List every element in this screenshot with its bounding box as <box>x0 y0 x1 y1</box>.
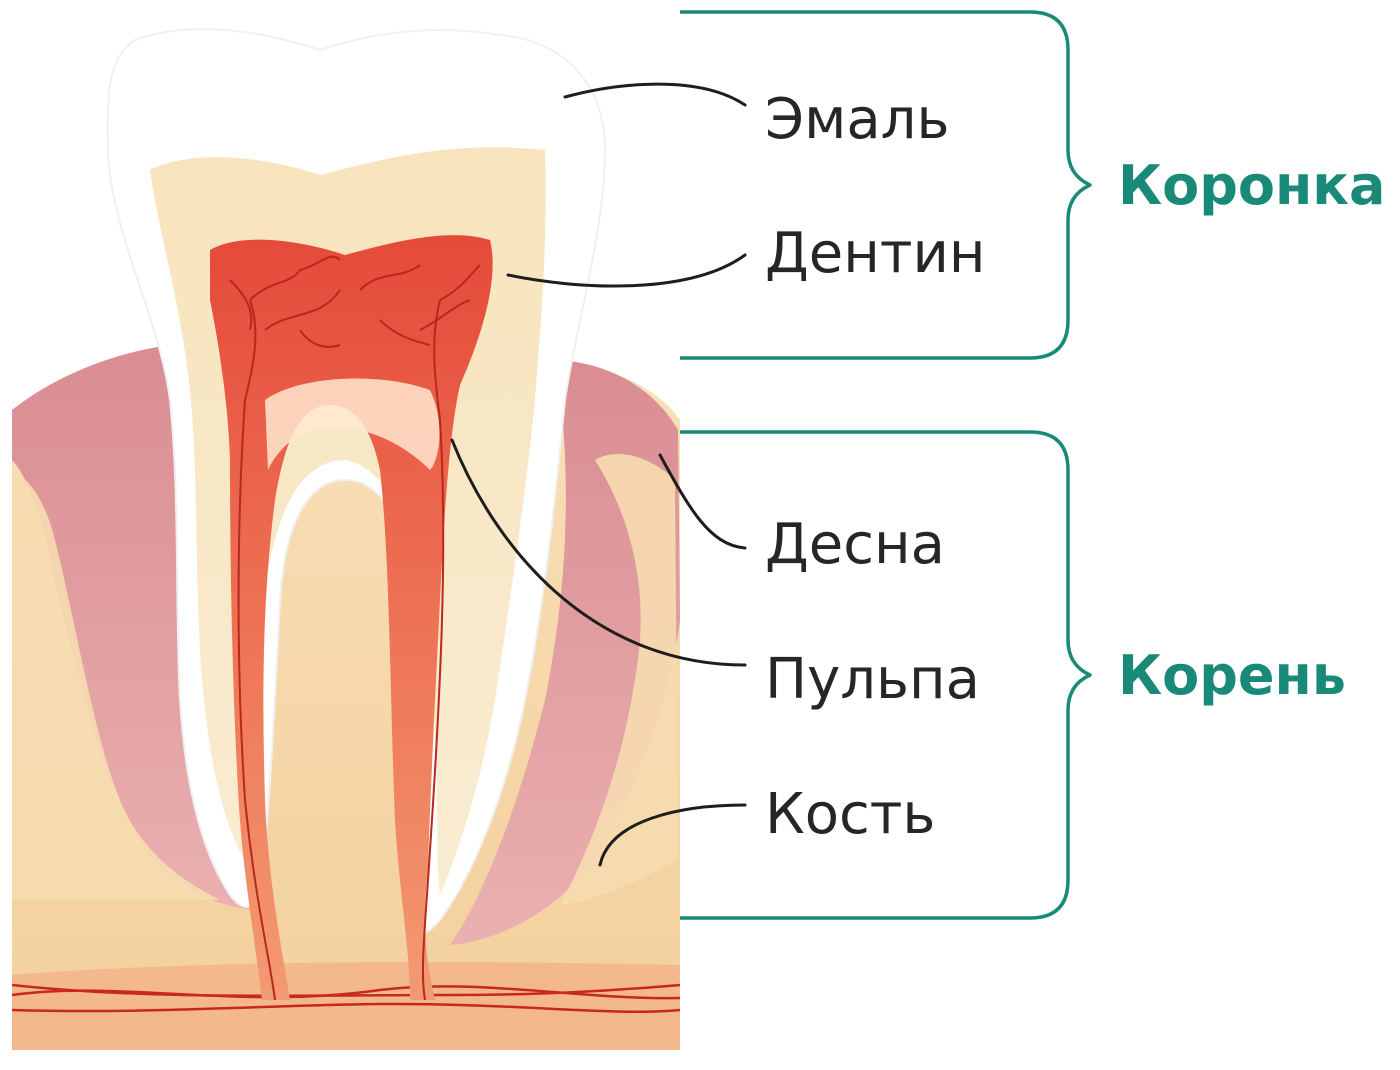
label-pulp: Пульпа <box>765 647 980 712</box>
label-root: Корень <box>1118 644 1346 707</box>
label-enamel: Эмаль <box>765 87 949 152</box>
group-labels: Коронка Корень <box>1118 154 1385 707</box>
label-bone: Кость <box>765 782 935 847</box>
crown-bracket <box>680 12 1090 358</box>
label-crown: Коронка <box>1118 154 1385 217</box>
label-gum: Десна <box>765 512 945 577</box>
label-dentin: Дентин <box>765 221 985 286</box>
part-labels: Эмаль Дентин Десна Пульпа Кость <box>765 87 985 847</box>
